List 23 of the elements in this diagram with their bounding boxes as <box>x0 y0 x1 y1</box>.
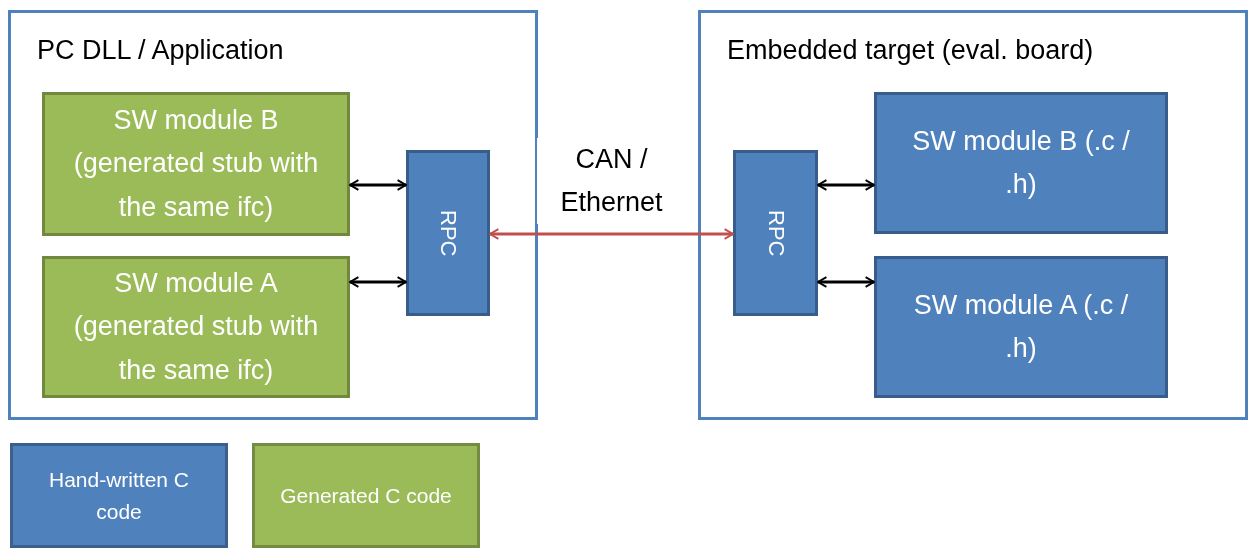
box-label: RPC <box>435 209 461 257</box>
rpc-box <box>406 150 490 316</box>
module-box <box>42 256 350 398</box>
double-arrow <box>349 179 407 191</box>
double-arrow <box>349 276 407 288</box>
legend-label: Hand-written C code <box>47 467 191 525</box>
legend-label: Generated C code <box>280 482 452 509</box>
double-arrow <box>817 179 875 191</box>
box-label: SW module A (.c / .h) <box>912 288 1130 365</box>
group-frame <box>698 10 1248 420</box>
group-title: Embedded target (eval. board) <box>727 35 1094 66</box>
rpc-box <box>733 150 818 316</box>
double-arrow <box>489 228 734 240</box>
module-box <box>42 92 350 236</box>
module-box <box>874 256 1168 398</box>
group-frame <box>8 10 538 420</box>
module-box <box>874 92 1168 234</box>
double-arrow <box>817 276 875 288</box>
box-label: SW module B (generated stub with the same ifc) <box>72 104 320 224</box>
group-title: PC DLL / Application <box>37 35 284 66</box>
box-label: SW module B (.c / .h) <box>911 124 1131 201</box>
box-label: RPC <box>762 209 789 257</box>
box-label: SW module A (generated stub with the same ifc) <box>72 267 320 387</box>
